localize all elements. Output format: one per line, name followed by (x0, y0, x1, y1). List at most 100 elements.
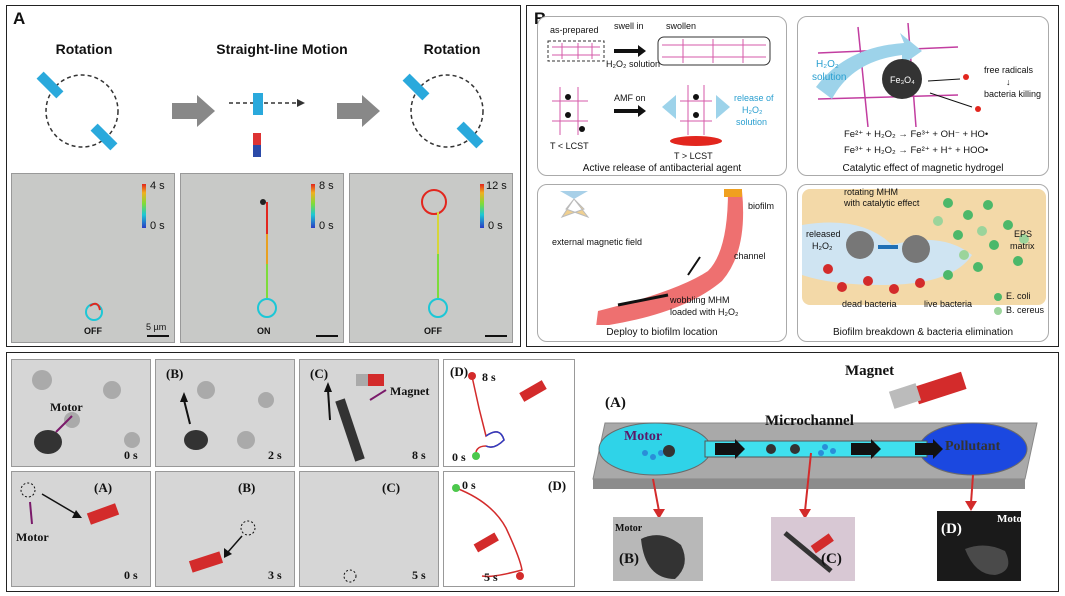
time-r1-a: 0 s (124, 448, 138, 462)
frame-r1-a: Motor 0 s (11, 359, 151, 467)
time-r1-b: 2 s (268, 448, 282, 462)
rotating-label: rotating MHM (844, 187, 899, 197)
motor-label-right: Motor (624, 429, 663, 444)
caption-active-release: Active release of antibacterial agent (582, 163, 742, 174)
solution-label: H₂O₂ (816, 59, 839, 70)
scale-top-1: 4 s (150, 180, 165, 192)
scalebar-label: 5 µm (146, 322, 167, 332)
radicals-label: free radicals (984, 65, 1034, 75)
label-r2-b: (B) (238, 480, 256, 495)
title-rotation-2: Rotation (423, 41, 481, 57)
time-r2-c: 5 s (412, 568, 426, 582)
caption-off-2: OFF (424, 326, 442, 336)
motion-schematic (36, 71, 484, 157)
label-r1-d: (D) (450, 364, 469, 379)
panel-a: A Rotation Straight-line Motion Rotation… (6, 5, 521, 347)
title-rotation-1: Rotation (55, 41, 113, 57)
micrograph-off-1: 4 s 0 s OFF 5 µm (11, 173, 175, 343)
released-label-2: H₂O₂ (812, 241, 833, 251)
micrograph-on: 8 s 0 s ON (180, 173, 344, 343)
microchannel-schematic (592, 371, 1038, 581)
ecoli-legend: E. coli (1006, 291, 1031, 301)
scalebar-3 (485, 335, 507, 337)
scale-bottom-1: 0 s (150, 220, 165, 232)
box-biofilm-breakdown: rotating MHM with catalytic effect relea… (797, 184, 1049, 342)
traj-r2-end: 5 s (484, 570, 498, 584)
panel-c: C Motor 0 s (B) 2 s (C) Magnet 8 s (6, 352, 1059, 592)
frame-r1-b: (B) 2 s (155, 359, 295, 467)
panel-a-label: A (13, 9, 26, 28)
frame-r1-c: (C) Magnet 8 s (299, 359, 439, 467)
pollutant-label: Pollutant (945, 439, 1001, 454)
label-r1-b: (B) (166, 366, 184, 381)
panel-b: B as-prepared swell in H₂O₂ solution swo… (526, 5, 1059, 347)
solution-label-2: solution (812, 72, 847, 83)
label-r1-c: (C) (310, 366, 329, 381)
above-lcst: T > LCST (674, 151, 713, 161)
magnet-label-r1: Magnet (390, 384, 430, 398)
channel-label: channel (734, 251, 766, 261)
scale-top-2: 8 s (319, 180, 334, 192)
frame-r2-a: (A) Motor 0 s (11, 471, 151, 587)
box-catalytic: H₂O₂ solution Fe₃O₄ free radicals ↓ bact… (797, 16, 1049, 176)
release-label: release of (734, 93, 774, 103)
wobble-label: wobbling MHM (670, 295, 730, 305)
traj-r2-start: 0 s (462, 478, 476, 492)
box-deploy: external magnetic field biofilm channel … (537, 184, 787, 342)
caption-off-1: OFF (84, 326, 102, 336)
label-r2-d: (D) (548, 478, 567, 493)
frame-r2-c: (C) 5 s (299, 471, 439, 587)
equation-2: Fe³⁺ + H₂O₂ → Fe²⁺ + H⁺ + HOO• (844, 145, 989, 156)
particle-label: Fe₃O₄ (890, 75, 915, 85)
live-bacteria-label: live bacteria (924, 299, 973, 309)
equation-1: Fe²⁺ + H₂O₂ → Fe³⁺ + OH⁻ + HO• (844, 129, 989, 140)
field-label: external magnetic field (552, 237, 643, 247)
microchannel-label: Microchannel (765, 413, 854, 429)
motor-label-b: Motor (615, 523, 643, 534)
label-right-c: (C) (821, 551, 842, 567)
frame-r2-b: (B) 3 s (155, 471, 295, 587)
title-straight-line: Straight-line Motion (216, 41, 348, 57)
release-label-3: solution (736, 117, 768, 127)
trajectory-r1: (D) 8 s 0 s (443, 359, 575, 467)
time-r2-b: 3 s (268, 568, 282, 582)
label-right-d: (D) (941, 521, 962, 537)
micrograph-off-2: 12 s 0 s OFF (349, 173, 513, 343)
time-r2-a: 0 s (124, 568, 138, 582)
label-right-a: (A) (605, 395, 626, 411)
dead-bacteria-label: dead bacteria (842, 299, 897, 309)
scale-top-3: 12 s (486, 180, 507, 192)
swollen-label: swollen (666, 21, 697, 31)
label-r2-a: (A) (94, 480, 113, 495)
motor-label-r2: Motor (16, 530, 49, 544)
caption-biofilm-breakdown: Biofilm breakdown & bacteria elimination (832, 327, 1014, 338)
motor-label-d: Motor (997, 513, 1027, 525)
rotating-label-2: with catalytic effect (844, 198, 920, 208)
box-active-release: as-prepared swell in H₂O₂ solution swoll… (537, 16, 787, 176)
caption-deploy: Deploy to biofilm location (606, 327, 718, 338)
scale-bottom-2: 0 s (319, 220, 334, 232)
radicals-arrow: ↓ (1006, 77, 1011, 87)
traj-r1-end: 8 s (482, 370, 496, 384)
caption-catalytic: Catalytic effect of magnetic hydrogel (842, 163, 1004, 174)
below-lcst: T < LCST (550, 141, 589, 151)
label-r2-c: (C) (382, 480, 401, 495)
trajectory-r2: (D) 0 s 5 s (443, 471, 575, 587)
swell-label-2: H₂O₂ solution (606, 59, 661, 69)
as-prepared-label: as-prepared (550, 25, 599, 35)
killing-label: bacteria killing (984, 89, 1042, 99)
biofilm-label: biofilm (748, 201, 775, 211)
motor-label-r1: Motor (50, 400, 83, 414)
traj-r1-start: 0 s (452, 450, 466, 464)
scalebar-2 (316, 335, 338, 337)
scalebar (147, 335, 169, 337)
scale-bottom-3: 0 s (488, 220, 503, 232)
caption-on: ON (257, 326, 271, 336)
amf-label: AMF on (614, 93, 646, 103)
eps-label-2: matrix (1010, 241, 1035, 251)
bcereus-legend: B. cereus (1006, 305, 1045, 315)
swell-label: swell in (614, 21, 644, 31)
time-r1-c: 8 s (412, 448, 426, 462)
magnet-label-right: Magnet (845, 363, 895, 379)
eps-label: EPS (1014, 229, 1033, 239)
